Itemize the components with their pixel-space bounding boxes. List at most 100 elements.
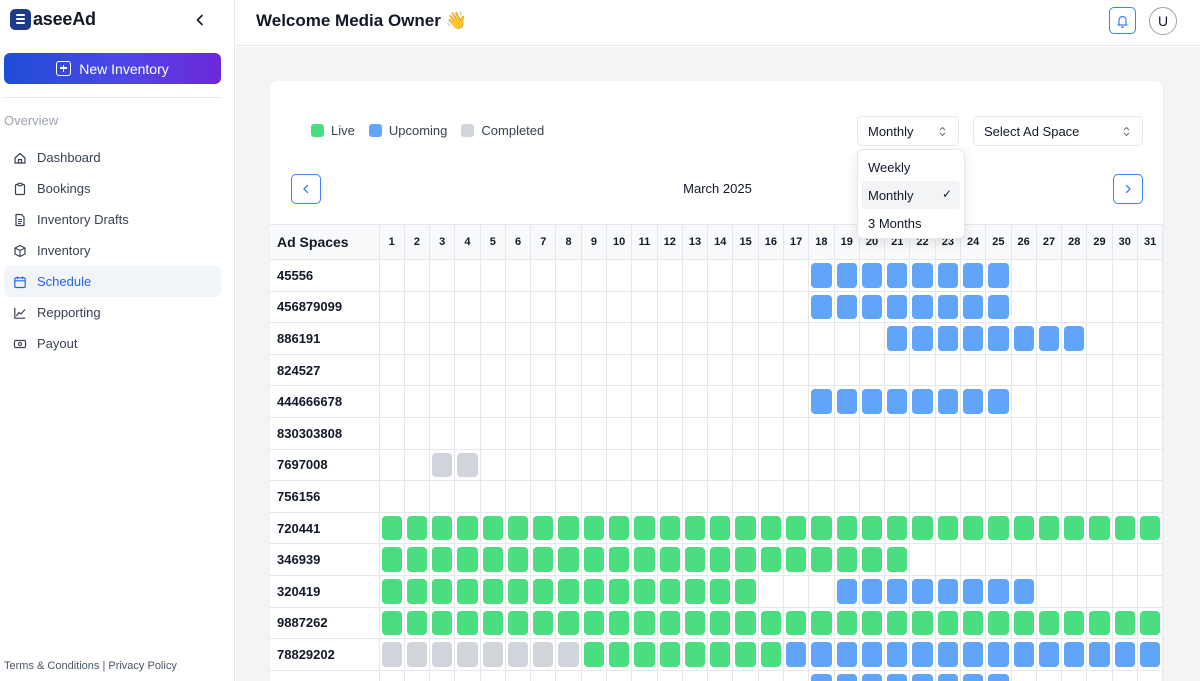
day-cell[interactable] xyxy=(833,543,860,576)
day-cell[interactable] xyxy=(429,574,456,608)
day-cell[interactable] xyxy=(1061,322,1088,355)
day-cell[interactable] xyxy=(884,480,911,513)
day-cell[interactable] xyxy=(1061,416,1088,450)
booking-block-completed[interactable] xyxy=(457,452,478,478)
booking-block-upcoming[interactable] xyxy=(786,642,807,667)
day-cell[interactable] xyxy=(959,416,987,450)
booking-block-live[interactable] xyxy=(482,578,503,604)
booking-block-completed[interactable] xyxy=(457,642,478,667)
booking-block-live[interactable] xyxy=(861,515,883,541)
day-cell[interactable] xyxy=(782,669,810,681)
day-cell[interactable] xyxy=(631,543,658,576)
day-cell[interactable] xyxy=(429,353,456,387)
booking-block-upcoming[interactable] xyxy=(1013,578,1034,604)
booking-block-upcoming[interactable] xyxy=(937,642,958,667)
day-cell[interactable] xyxy=(934,543,961,576)
day-cell[interactable] xyxy=(858,638,886,671)
day-cell[interactable] xyxy=(1061,638,1088,671)
day-cell[interactable] xyxy=(378,543,405,576)
booking-block-live[interactable] xyxy=(684,610,706,636)
day-cell[interactable] xyxy=(934,290,961,324)
booking-block-upcoming[interactable] xyxy=(962,642,984,667)
day-cell[interactable] xyxy=(555,259,582,292)
day-cell[interactable] xyxy=(403,638,431,671)
ad-space-name[interactable]: 78829202 xyxy=(270,638,380,671)
booking-block-live[interactable] xyxy=(861,547,883,572)
day-cell[interactable] xyxy=(858,353,886,387)
booking-block-live[interactable] xyxy=(1089,610,1110,636)
day-cell[interactable] xyxy=(833,511,860,545)
day-cell[interactable] xyxy=(429,543,456,576)
booking-block-upcoming[interactable] xyxy=(811,263,832,288)
day-cell[interactable] xyxy=(909,385,936,418)
day-cell[interactable] xyxy=(429,669,456,681)
day-cell[interactable] xyxy=(707,385,734,418)
booking-block-live[interactable] xyxy=(735,515,756,541)
dropdown-option-monthly[interactable]: Monthly✓ xyxy=(862,181,960,209)
booking-block-upcoming[interactable] xyxy=(912,294,933,320)
day-cell[interactable] xyxy=(403,353,431,387)
booking-block-live[interactable] xyxy=(735,547,756,572)
ad-space-name[interactable]: 320419 xyxy=(270,574,380,608)
day-cell[interactable] xyxy=(934,385,961,418)
day-cell[interactable] xyxy=(985,259,1012,292)
day-cell[interactable] xyxy=(454,259,481,292)
day-cell[interactable] xyxy=(429,638,456,671)
booking-block-upcoming[interactable] xyxy=(962,263,984,288)
day-cell[interactable] xyxy=(884,511,911,545)
booking-block-live[interactable] xyxy=(811,547,832,572)
day-cell[interactable] xyxy=(403,448,431,482)
booking-block-live[interactable] xyxy=(634,578,655,604)
day-cell[interactable] xyxy=(732,638,759,671)
booking-block-live[interactable] xyxy=(583,547,605,572)
day-cell[interactable] xyxy=(606,638,633,671)
booking-block-completed[interactable] xyxy=(406,642,428,667)
booking-block-live[interactable] xyxy=(1139,610,1161,636)
day-cell[interactable] xyxy=(1035,574,1063,608)
day-cell[interactable] xyxy=(858,385,886,418)
sidebar-item-dashboard[interactable]: Dashboard xyxy=(4,142,221,173)
day-cell[interactable] xyxy=(959,669,987,681)
day-cell[interactable] xyxy=(1111,353,1138,387)
day-cell[interactable] xyxy=(606,416,633,450)
booking-block-live[interactable] xyxy=(786,515,807,541)
day-cell[interactable] xyxy=(656,322,683,355)
booking-block-live[interactable] xyxy=(760,610,781,636)
booking-block-live[interactable] xyxy=(533,547,554,572)
day-cell[interactable] xyxy=(479,385,506,418)
day-cell[interactable] xyxy=(782,353,810,387)
day-cell[interactable] xyxy=(1111,290,1138,324)
day-cell[interactable] xyxy=(1035,606,1063,640)
day-cell[interactable] xyxy=(985,669,1012,681)
day-cell[interactable] xyxy=(1086,416,1113,450)
day-cell[interactable] xyxy=(1061,574,1088,608)
booking-block-completed[interactable] xyxy=(381,642,402,667)
day-cell[interactable] xyxy=(1035,416,1063,450)
day-cell[interactable] xyxy=(681,480,709,513)
day-cell[interactable] xyxy=(1086,322,1113,355)
day-cell[interactable] xyxy=(1111,638,1138,671)
sidebar-item-inventory[interactable]: Inventory xyxy=(4,235,221,266)
day-cell[interactable] xyxy=(378,259,405,292)
day-cell[interactable] xyxy=(858,574,886,608)
day-cell[interactable] xyxy=(884,669,911,681)
day-cell[interactable] xyxy=(757,385,785,418)
booking-block-live[interactable] xyxy=(432,610,453,636)
day-cell[interactable] xyxy=(530,290,557,324)
day-cell[interactable] xyxy=(959,290,987,324)
day-cell[interactable] xyxy=(808,259,835,292)
booking-block-live[interactable] xyxy=(912,515,933,541)
day-cell[interactable] xyxy=(1035,385,1063,418)
day-cell[interactable] xyxy=(808,322,835,355)
booking-block-live[interactable] xyxy=(988,610,1009,636)
booking-block-live[interactable] xyxy=(659,642,680,667)
booking-block-live[interactable] xyxy=(887,610,908,636)
day-cell[interactable] xyxy=(631,322,658,355)
booking-block-live[interactable] xyxy=(1114,515,1135,541)
day-cell[interactable] xyxy=(1035,259,1063,292)
avatar[interactable]: U xyxy=(1149,7,1177,35)
day-cell[interactable] xyxy=(1086,480,1113,513)
brand-logo[interactable]: aseeAd xyxy=(10,9,96,30)
day-cell[interactable] xyxy=(1086,353,1113,387)
day-cell[interactable] xyxy=(1086,511,1113,545)
